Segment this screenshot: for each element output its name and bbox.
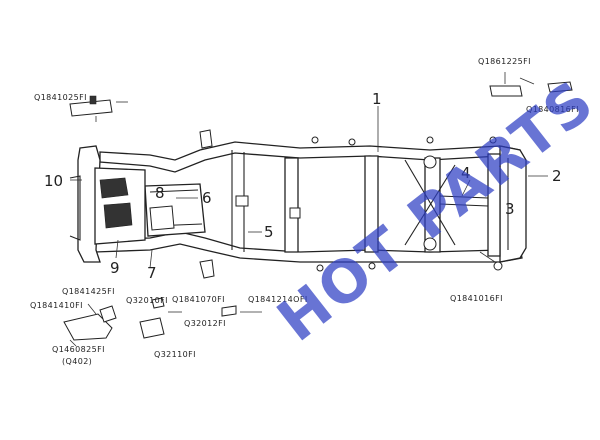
detached-parts — [63, 72, 573, 347]
callout-9: 9 — [110, 259, 120, 277]
watermark: HOT PARTS — [265, 66, 600, 354]
part-label-q1841070: Q1841070FI — [172, 295, 225, 304]
callout-8: 8 — [155, 184, 165, 202]
callout-1: 1 — [372, 90, 382, 108]
chassis-frame — [69, 129, 527, 279]
callout-2: 2 — [552, 167, 562, 185]
callout-4: 4 — [461, 164, 471, 182]
callout-7: 7 — [147, 264, 157, 282]
part-number-labels: Q1841025FI Q1861225FI Q1840816FI Q184101… — [30, 57, 579, 366]
callout-3: 3 — [505, 200, 515, 218]
callout-6: 6 — [202, 189, 212, 207]
part-label-q1841025: Q1841025FI — [34, 93, 87, 102]
part-label-q1841214: Q1841214OFI — [248, 295, 308, 304]
leader-lines — [70, 101, 548, 269]
callout-numbers: 1 2 3 4 5 6 7 8 9 10 — [44, 90, 562, 282]
part-label-q1841410: Q1841410FI — [30, 301, 83, 310]
part-label-q32110: Q32110FI — [154, 350, 196, 359]
part-label-q32010: Q32010FI — [126, 296, 168, 305]
part-label-q1841425: Q1841425FI — [62, 287, 115, 296]
part-label-q402: (Q402) — [62, 357, 92, 366]
part-label-q1460825: Q1460825FI — [52, 345, 105, 354]
part-label-q1840816: Q1840816FI — [526, 105, 579, 114]
callout-5: 5 — [264, 223, 274, 241]
part-label-q1841016: Q1841016FI — [450, 294, 503, 303]
callout-10: 10 — [44, 172, 63, 190]
part-label-q1861225: Q1861225FI — [478, 57, 531, 66]
part-label-q32012: Q32012FI — [184, 319, 226, 328]
